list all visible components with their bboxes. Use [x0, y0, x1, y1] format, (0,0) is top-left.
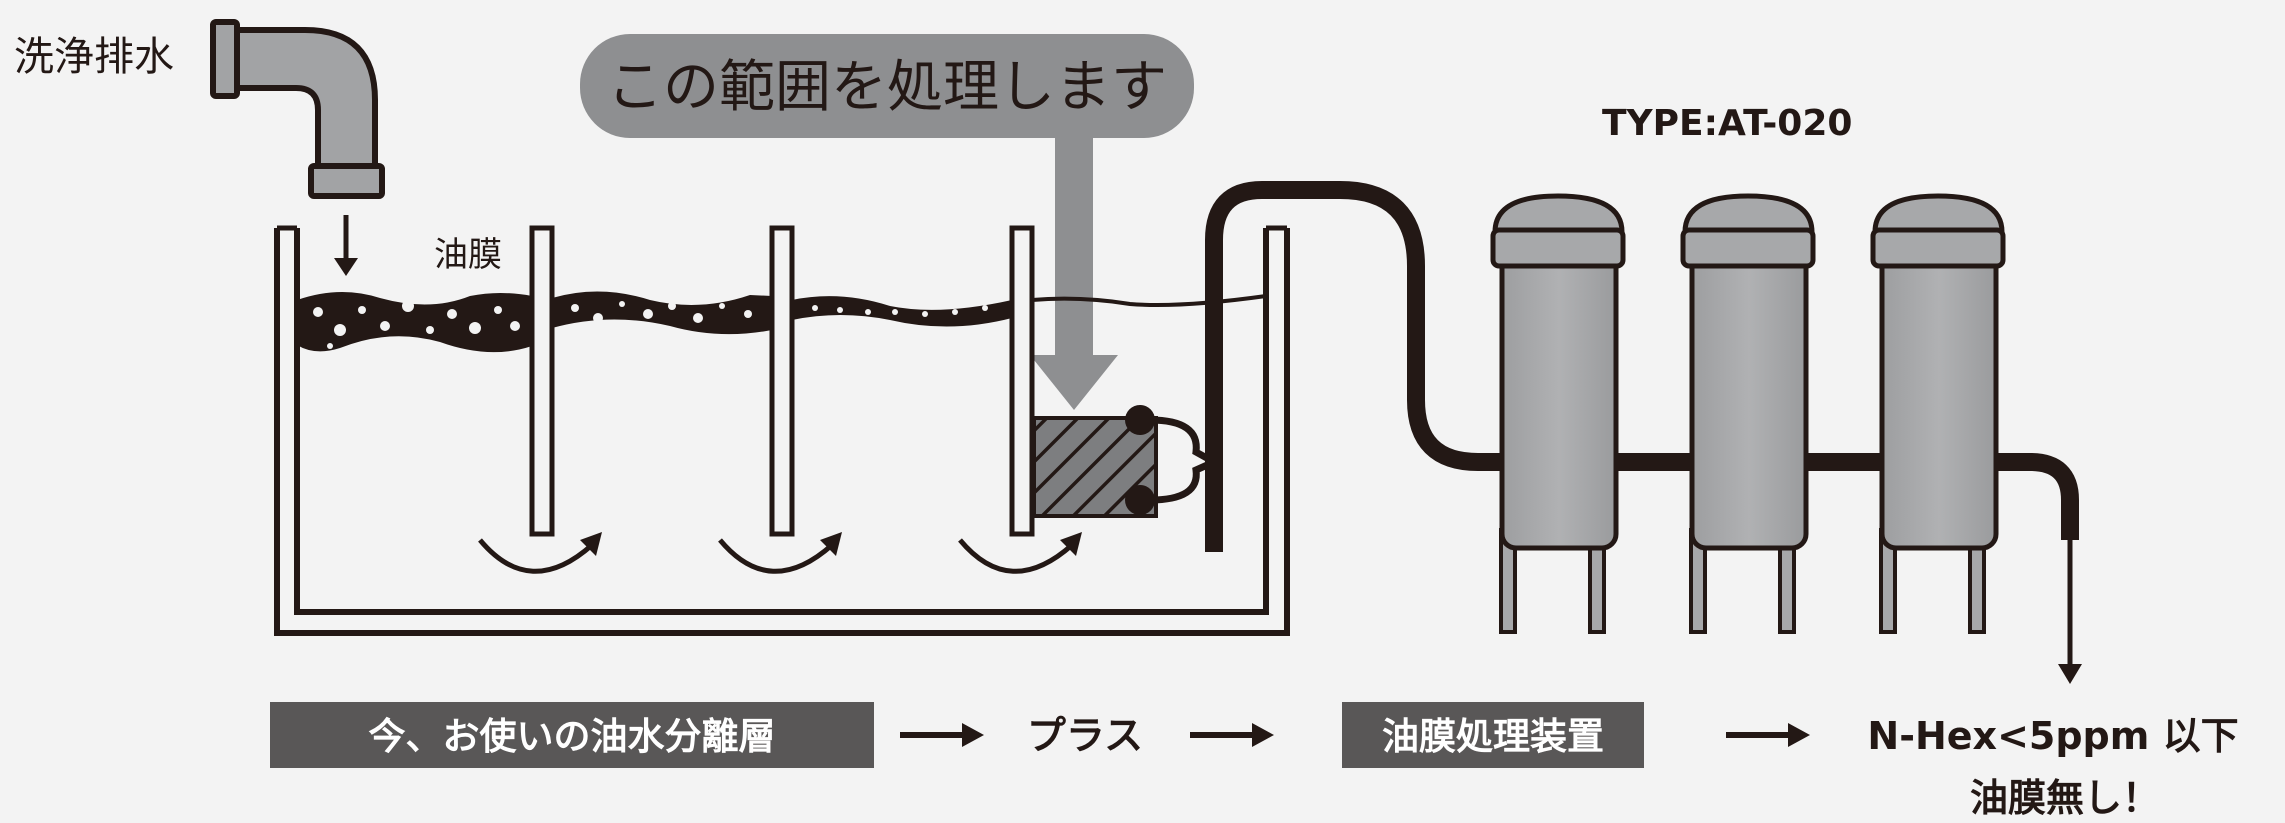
callout-bubble	[580, 34, 1194, 410]
filter-tank-1	[1490, 193, 1626, 634]
step1-label: 今、お使いの油水分離層	[369, 715, 776, 758]
curved-arrow-icon	[478, 538, 1074, 574]
drain-arrow-icon	[334, 215, 358, 276]
connector-pipe	[1616, 453, 2079, 540]
result-line-1: N-Hex<5ppm 以下	[1867, 714, 2238, 758]
oil-film-section-2	[552, 291, 772, 335]
separator-tank	[274, 181, 2030, 636]
callout-text: この範囲を処理します	[607, 55, 1167, 120]
oil-film-section-3	[792, 296, 1012, 327]
arrow-right-icon	[900, 723, 984, 747]
outlet-arrow-icon	[2058, 540, 2082, 684]
drain-label: 洗浄排水	[14, 34, 174, 80]
filter-tank-3	[1870, 193, 2006, 634]
elbow-pipe-icon	[210, 19, 385, 199]
suction-pipe	[1205, 181, 2030, 552]
oil-film-section-1	[297, 291, 532, 353]
type-label: TYPE:AT-020	[1602, 103, 1852, 144]
baffle-1	[529, 225, 555, 537]
step3-box	[1342, 702, 1644, 768]
arrow-right-icon	[1190, 723, 1274, 747]
arrow-right-icon	[1726, 723, 1810, 747]
oil-film-label: 油膜	[434, 235, 502, 275]
result-line-2: 油膜無し！	[1970, 776, 2160, 820]
baffle-3	[1009, 225, 1035, 537]
baffle-2	[769, 225, 795, 537]
filter-tank-2	[1680, 193, 1816, 634]
step3-label: 油膜処理装置	[1382, 715, 1604, 758]
step1-box	[270, 702, 874, 768]
step2-label: プラス	[1027, 714, 1143, 759]
